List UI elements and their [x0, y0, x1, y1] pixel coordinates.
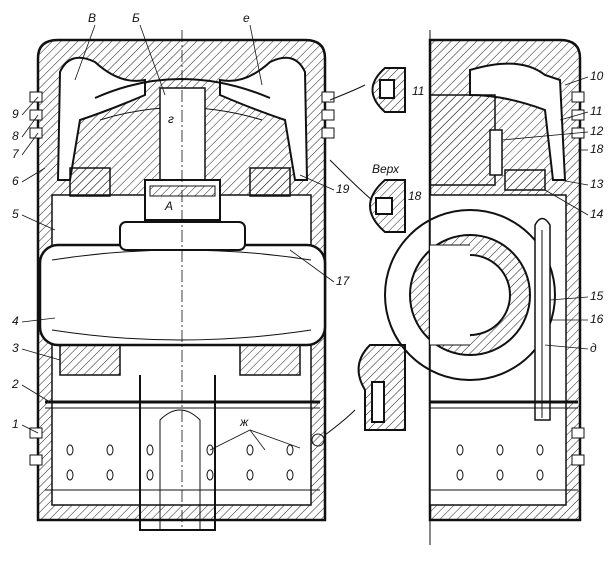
labels-center: 19 17 ж 11 Верх 18	[239, 84, 424, 429]
label-1: 1	[12, 417, 19, 431]
right-piston-body	[384, 30, 585, 545]
oil-holes-right	[456, 444, 544, 481]
lower-rib-right	[239, 344, 301, 376]
labels-left: 9 8 7 6 5 4 3 2 1	[11, 107, 20, 431]
ring-carrier-left	[69, 167, 111, 197]
central-column	[159, 87, 206, 184]
label-17: 17	[336, 274, 351, 288]
ring-carrier-right	[249, 167, 291, 197]
leader-lines	[21, 24, 589, 451]
right-column	[429, 94, 496, 186]
label-9: 9	[12, 107, 19, 121]
bolt-12	[489, 129, 503, 176]
label-d: д	[590, 341, 597, 355]
ring-grooves-left	[29, 91, 335, 466]
lower-rib-left	[59, 344, 121, 376]
label-a: А	[164, 199, 173, 213]
label-4: 4	[12, 314, 19, 328]
label-g: г	[168, 112, 174, 126]
left-piston-body	[29, 30, 335, 531]
label-11-detail: 11	[412, 84, 424, 98]
label-18: 18	[590, 142, 604, 156]
label-2: 2	[11, 377, 19, 391]
label-10: 10	[590, 69, 604, 83]
label-zh: ж	[239, 415, 249, 429]
pin-end-circle-outer	[384, 209, 556, 381]
label-5: 5	[12, 207, 19, 221]
label-7: 7	[12, 147, 20, 161]
label-verkh: Верх	[372, 162, 400, 176]
label-15: 15	[590, 289, 604, 303]
label-11: 11	[590, 104, 602, 118]
label-b: Б	[132, 11, 140, 25]
crown-arch	[94, 78, 271, 99]
detail-callouts	[311, 67, 406, 447]
label-e: е	[243, 11, 250, 25]
label-14: 14	[590, 207, 604, 221]
labels-top: В Б е г А	[88, 11, 250, 213]
label-16: 16	[590, 312, 604, 326]
labels-right: 10 11 12 18 13 14 15 16 д	[590, 69, 604, 355]
label-12: 12	[590, 124, 604, 138]
label-3: 3	[12, 341, 19, 355]
label-8: 8	[12, 129, 19, 143]
label-6: 6	[12, 174, 19, 188]
label-18-detail: 18	[408, 189, 422, 203]
gudgeon-pin	[38, 243, 327, 347]
label-13: 13	[590, 177, 604, 191]
pin-hub	[119, 221, 246, 251]
oil-holes-left	[66, 444, 294, 481]
label-v: В	[88, 11, 96, 25]
label-19: 19	[336, 182, 350, 196]
